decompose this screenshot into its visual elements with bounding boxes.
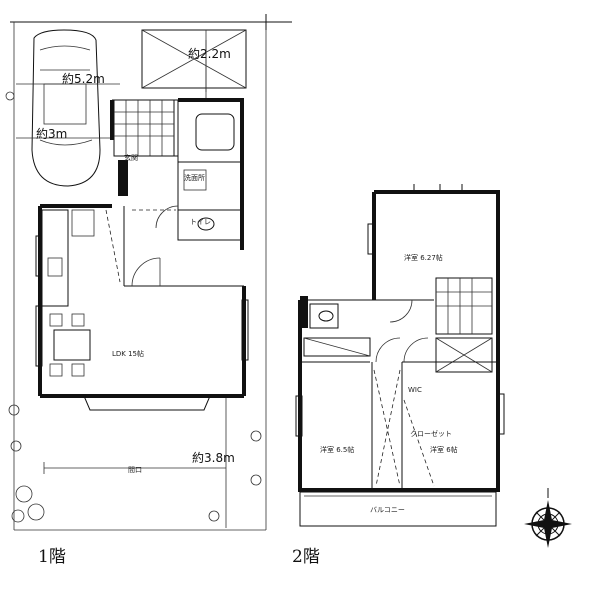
toilet-label: トイレ [190,218,211,226]
building-1f [35,98,249,411]
building-2f [295,184,505,527]
balcony-area [299,491,497,527]
parking-width-dimension: 約3m [36,126,67,141]
balcony-label: バルコニー [370,506,405,514]
bike-width-dimension: 約2.2m [188,46,231,61]
west-room-label: 洋室 6.5帖 [320,445,354,454]
walkin-closet-label: WIC [408,386,422,394]
car-icon [31,29,101,187]
north-room-label: 洋室 6.27帖 [404,253,443,262]
front-depth-dimension: 約3.8m [192,450,235,465]
stairs-1f [113,99,175,157]
east-room-label: 洋室 6帖 [430,445,458,454]
shrub-icons [5,91,262,523]
compass-icon [524,488,572,548]
entrance-label: 玄関 [124,153,138,162]
lot-boundary-1f [10,14,292,531]
bike-parking-area [141,29,247,92]
closet-label: クローゼット [410,429,452,438]
floor-1-label: 1階 [38,547,66,567]
parking-length-dimension: 約5.2m [62,71,105,86]
dimension-lines-1f [16,40,227,528]
ldk-label: LDK 15帖 [112,349,144,358]
road-frontage-dimension: 間口 [128,466,142,474]
dining-table-icon [49,313,91,377]
floor-2-label: 2階 [292,547,320,567]
washroom-label: 洗面所 [184,173,205,182]
